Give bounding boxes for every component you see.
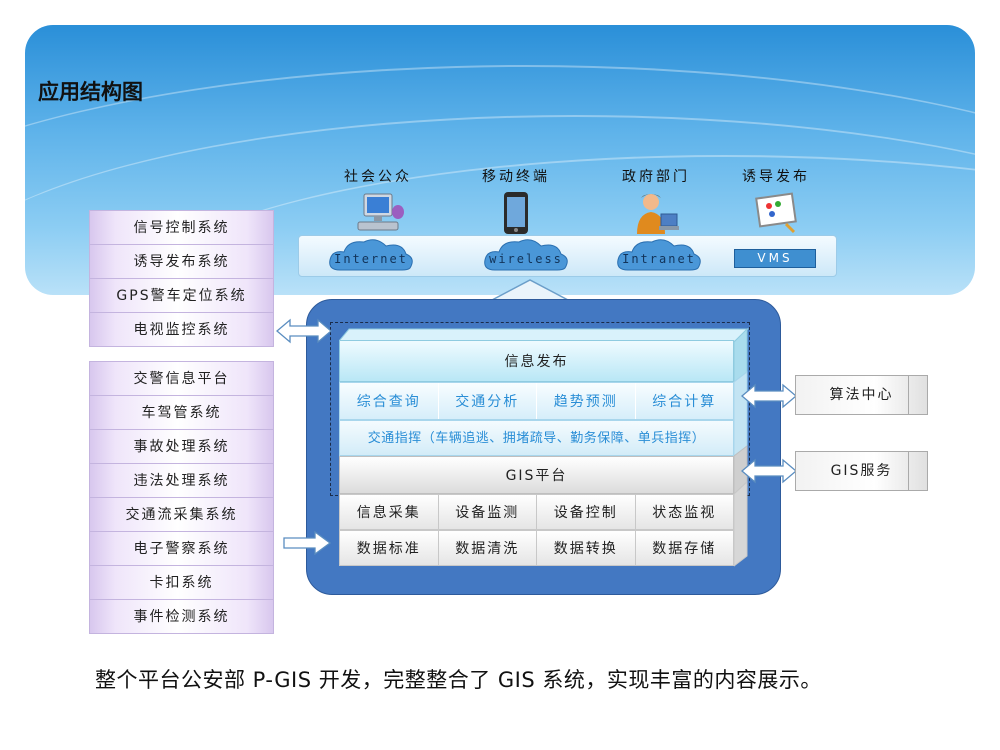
terminal-label: 政府部门 [622, 169, 690, 185]
layer-query-row: 综合查询 交通分析 趋势预测 综合计算 [339, 382, 734, 420]
layer-cell: 状态监视 [634, 495, 734, 529]
list-item: 违法处理系统 [89, 463, 274, 498]
cloud-icon [329, 239, 413, 271]
layer-gis-platform: GIS平台 [339, 456, 734, 494]
layer-cell: 设备监测 [437, 495, 537, 529]
terminal-government: 政府部门 [606, 166, 706, 236]
layer-data-row: 数据标准 数据清洗 数据转换 数据存储 [339, 530, 734, 566]
layer-command: 交通指挥（车辆追逃、拥堵疏导、勤务保障、单兵指挥） [339, 420, 734, 456]
layer-cell: 数据存储 [634, 531, 734, 565]
whiteboard-icon [755, 192, 797, 234]
layer-collect-row: 信息采集 设备监测 设备控制 状态监视 [339, 494, 734, 530]
layer-cell: 信息采集 [356, 505, 421, 521]
layer-cell: 数据转换 [536, 531, 635, 565]
computer-user-icon [357, 193, 404, 231]
double-arrow-icon [741, 383, 797, 409]
layer-cell: 综合查询 [356, 394, 421, 410]
network-intranet: Intranet [616, 236, 702, 274]
layer-cell: 数据清洗 [437, 531, 537, 565]
layer-side-face [734, 328, 748, 567]
network-label: Intranet [622, 252, 696, 266]
office-worker-icon [637, 194, 679, 234]
page-caption: 整个平台公安部 P-GIS 开发，完整整合了 GIS 系统，实现丰富的内容展示。 [95, 668, 822, 692]
network-vms: VMS [734, 249, 816, 268]
double-arrow-icon [741, 458, 797, 484]
network-wireless: wireless [483, 236, 569, 274]
cloud-icon [617, 239, 701, 271]
external-algorithm-center: 算法中心 [795, 375, 928, 415]
list-item: 交警信息平台 [89, 361, 274, 396]
terminal-label: 社会公众 [344, 169, 412, 185]
list-item: 信号控制系统 [89, 210, 274, 245]
terminal-public: 社会公众 [328, 166, 428, 236]
left-system-group-bottom: 交警信息平台 车驾管系统 事故处理系统 违法处理系统 交通流采集系统 电子警察系… [89, 361, 274, 634]
left-system-group-top: 信号控制系统 诱导发布系统 GPS警车定位系统 电视监控系统 [89, 210, 274, 347]
terminal-guidance: 诱导发布 [726, 166, 826, 236]
list-item: 车驾管系统 [89, 395, 274, 430]
external-gis-service: GIS服务 [795, 451, 928, 491]
page-title: 应用结构图 [38, 80, 143, 104]
cloud-icon [484, 239, 568, 271]
list-item: GPS警车定位系统 [89, 278, 274, 313]
layer-info-publish: 信息发布 [339, 340, 734, 382]
network-label: Internet [334, 252, 408, 266]
layer-cell: 设备控制 [536, 495, 635, 529]
list-item: 卡扣系统 [89, 565, 274, 600]
list-item: 事故处理系统 [89, 429, 274, 464]
list-item: 电子警察系统 [89, 531, 274, 566]
terminal-label: 移动终端 [482, 169, 550, 185]
network-label: wireless [489, 252, 563, 266]
layer-cell: 综合计算 [634, 383, 734, 419]
layer-cell: 数据标准 [356, 541, 421, 557]
list-item: 交通流采集系统 [89, 497, 274, 532]
network-internet: Internet [328, 236, 414, 274]
terminal-mobile: 移动终端 [466, 166, 566, 236]
right-arrow-icon [283, 531, 331, 555]
list-item: 事件检测系统 [89, 599, 274, 634]
layer-cell: 趋势预测 [536, 383, 635, 419]
list-item: 电视监控系统 [89, 312, 274, 347]
terminal-label: 诱导发布 [742, 169, 810, 185]
layer-cell: 交通分析 [437, 383, 537, 419]
list-item: 诱导发布系统 [89, 244, 274, 279]
double-arrow-icon [276, 318, 332, 344]
mobile-phone-icon [504, 192, 528, 234]
